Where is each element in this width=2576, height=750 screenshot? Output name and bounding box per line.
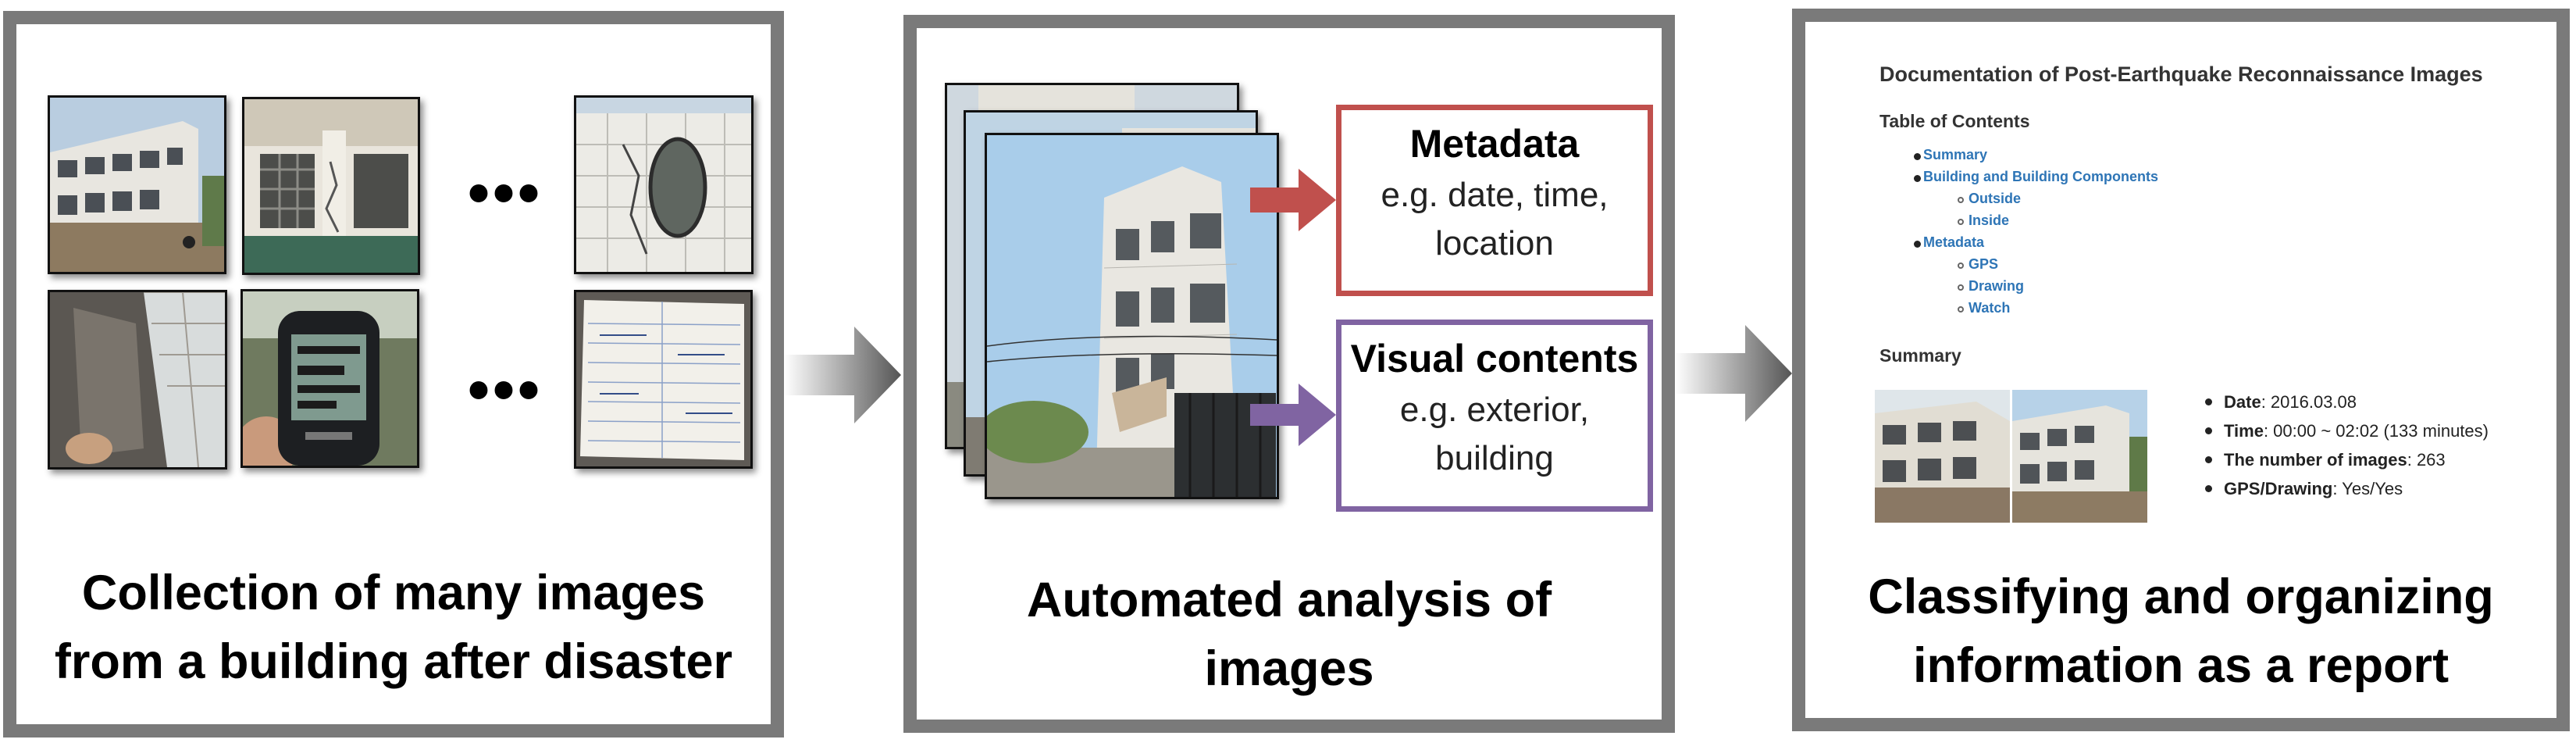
fact-time: Time: 00:00 ~ 02:02 (133 minutes) [2205,421,2489,441]
summary-thumbnail-2 [2012,390,2147,523]
fact-time-label: Time [2224,421,2264,441]
summary-heading: Summary [1879,345,1961,366]
analysis-caption: Automated analysis of images [917,566,1662,703]
analysis-caption-line2: images [1204,641,1374,696]
summary-facts: Date: 2016.03.08 Time: 00:00 ~ 02:02 (13… [2205,392,2489,508]
metadata-body-line1: e.g. date, time, [1381,176,1609,214]
collection-panel: ••• [3,11,784,738]
report-caption: Classifying and organizing information a… [1805,562,2556,700]
analysis-caption-line1: Automated analysis of [1026,573,1552,627]
toc-subbullet [1958,197,1964,203]
building-photo-3 [574,95,754,274]
fact-image-count: The number of images: 263 [2205,450,2489,470]
flow-arrow-1 [784,327,901,423]
collection-caption-line1: Collection of many images [81,566,706,620]
visual-contents-box: Visual contents e.g. exterior, building [1336,320,1653,512]
more-images-ellipsis-row1: ••• [468,158,543,227]
toc-heading: Table of Contents [1879,111,2030,131]
visual-contents-arrow [1250,384,1336,446]
toc-subbullet [1958,219,1964,225]
flow-arrow-2 [1675,325,1792,422]
report-caption-line1: Classifying and organizing [1868,570,2494,624]
fact-date-label: Date [2224,392,2261,412]
collection-caption: Collection of many images from a buildin… [16,559,771,696]
gps-device-photo [240,289,419,468]
toc-link-summary[interactable]: Summary [1923,147,1988,162]
drawing-notebook-photo [574,290,753,469]
building-photo-2 [242,97,420,275]
analysis-panel: Metadata e.g. date, time, location Visua… [903,15,1675,733]
toc-bullet [1914,175,1921,182]
toc-link-outside[interactable]: Outside [1969,191,2022,206]
damage-photo-4 [48,290,227,470]
metadata-title: Metadata [1409,122,1580,166]
analyzed-building-photo [985,133,1279,499]
toc-subbullet [1958,306,1964,312]
visual-contents-body-line2: building [1435,439,1554,477]
report-title: Documentation of Post-Earthquake Reconna… [1879,62,2483,86]
toc-link-building[interactable]: Building and Building Components [1923,169,2158,184]
fact-date-value: : 2016.03.08 [2261,392,2357,412]
fact-gps-drawing: GPS/Drawing: Yes/Yes [2205,479,2489,499]
toc-link-drawing[interactable]: Drawing [1969,278,2025,294]
metadata-body-line2: location [1435,224,1554,262]
fact-image-count-value: : 263 [2407,450,2446,470]
fact-date: Date: 2016.03.08 [2205,392,2489,412]
visual-contents-title: Visual contents [1350,337,1639,380]
building-photo-1 [48,95,226,274]
report-panel: Documentation of Post-Earthquake Reconna… [1792,9,2570,731]
toc-bullet [1914,241,1921,248]
more-images-ellipsis-row2: ••• [468,355,543,424]
fact-image-count-label: The number of images [2224,450,2407,470]
metadata-box: Metadata e.g. date, time, location [1336,105,1653,296]
collection-caption-line2: from a building after disaster [54,634,733,689]
toc-bullet [1914,153,1921,160]
fact-gps-drawing-value: : Yes/Yes [2332,479,2403,498]
toc-link-inside[interactable]: Inside [1969,212,2010,228]
toc-link-watch[interactable]: Watch [1969,300,2011,316]
toc-subbullet [1958,262,1964,269]
fact-time-value: : 00:00 ~ 02:02 (133 minutes) [2263,421,2489,441]
fact-gps-drawing-label: GPS/Drawing [2224,479,2333,498]
visual-contents-body-line1: e.g. exterior, [1399,391,1590,429]
report-caption-line2: information as a report [1912,638,2450,693]
metadata-arrow [1250,169,1336,231]
toc-link-gps[interactable]: GPS [1969,256,1999,272]
toc-link-metadata[interactable]: Metadata [1923,234,1985,250]
summary-thumbnail-1 [1875,390,2010,523]
toc-subbullet [1958,284,1964,291]
